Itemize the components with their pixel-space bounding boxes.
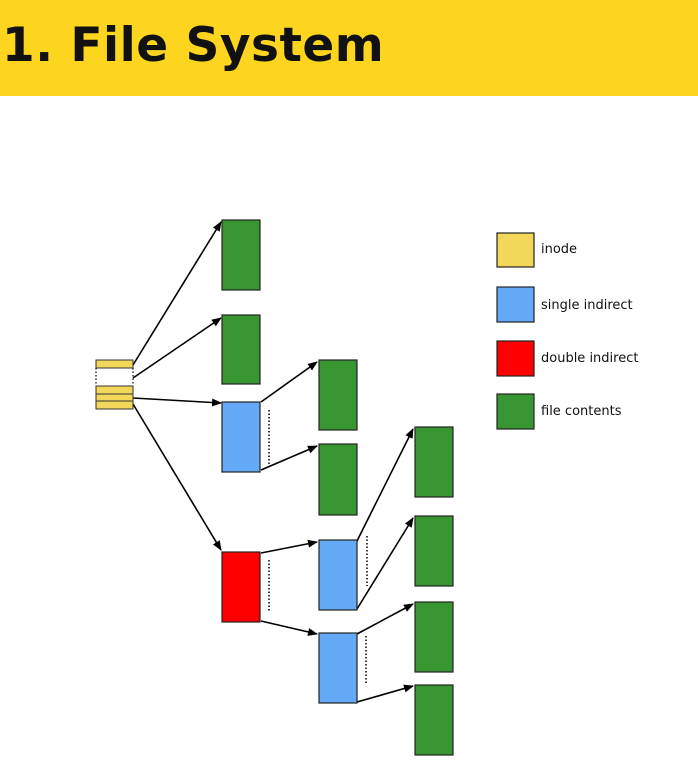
legend-label-single-indirect: single indirect bbox=[541, 298, 633, 313]
arrow-double-to-indirect-1 bbox=[260, 539, 318, 554]
single-indirect-block bbox=[318, 539, 358, 611]
file-contents-block bbox=[318, 359, 358, 431]
arrow-indirect1-to-data-1 bbox=[356, 428, 414, 542]
inode-slot bbox=[95, 385, 134, 395]
inode-slot bbox=[95, 393, 134, 402]
legend-label-double-indirect: double indirect bbox=[541, 351, 638, 366]
arrow-inode-to-double-indirect bbox=[132, 403, 222, 551]
slide-title: 1. File System bbox=[2, 18, 385, 73]
legend-swatch-single-indirect bbox=[496, 286, 535, 323]
legend-item-double-indirect: double indirect bbox=[496, 340, 638, 377]
arrow-indirect2-to-data-2 bbox=[356, 684, 414, 703]
file-contents-block bbox=[414, 684, 454, 756]
file-contents-block bbox=[318, 443, 358, 516]
arrow-inode-to-direct-2 bbox=[132, 317, 222, 379]
title-bar: 1. File System bbox=[0, 0, 698, 96]
arrow-inode-to-direct-1 bbox=[132, 221, 222, 366]
arrow-indirect2-to-data-1 bbox=[356, 603, 414, 635]
double-indirect-block bbox=[221, 551, 261, 623]
file-contents-block bbox=[221, 314, 261, 385]
arrow-single-to-data-1 bbox=[260, 361, 318, 403]
legend-swatch-double-indirect bbox=[496, 340, 535, 377]
arrow-single-to-data-2 bbox=[260, 445, 318, 471]
arrow-indirect1-to-data-2 bbox=[356, 517, 414, 610]
single-indirect-block bbox=[318, 632, 358, 704]
file-contents-block bbox=[221, 219, 261, 291]
legend-item-inode: inode bbox=[496, 232, 577, 268]
arrow-inode-to-single-indirect bbox=[132, 397, 222, 407]
legend-item-file-contents: file contents bbox=[496, 393, 622, 430]
pointer-arrows bbox=[132, 221, 414, 703]
arrow-double-to-indirect-2 bbox=[260, 620, 318, 636]
file-contents-block bbox=[414, 426, 454, 498]
inode-slot bbox=[95, 400, 134, 410]
file-contents-block bbox=[414, 601, 454, 673]
legend-item-single-indirect: single indirect bbox=[496, 286, 633, 323]
legend-label-file-contents: file contents bbox=[541, 404, 622, 419]
inode-block bbox=[95, 359, 134, 410]
legend-label-inode: inode bbox=[541, 242, 577, 257]
single-indirect-block bbox=[221, 401, 261, 473]
file-contents-block bbox=[414, 515, 454, 587]
legend: inode single indirect double indirect fi… bbox=[496, 232, 638, 430]
legend-swatch-inode bbox=[496, 232, 535, 268]
legend-swatch-file-contents bbox=[496, 393, 535, 430]
inode-slot bbox=[95, 359, 134, 369]
